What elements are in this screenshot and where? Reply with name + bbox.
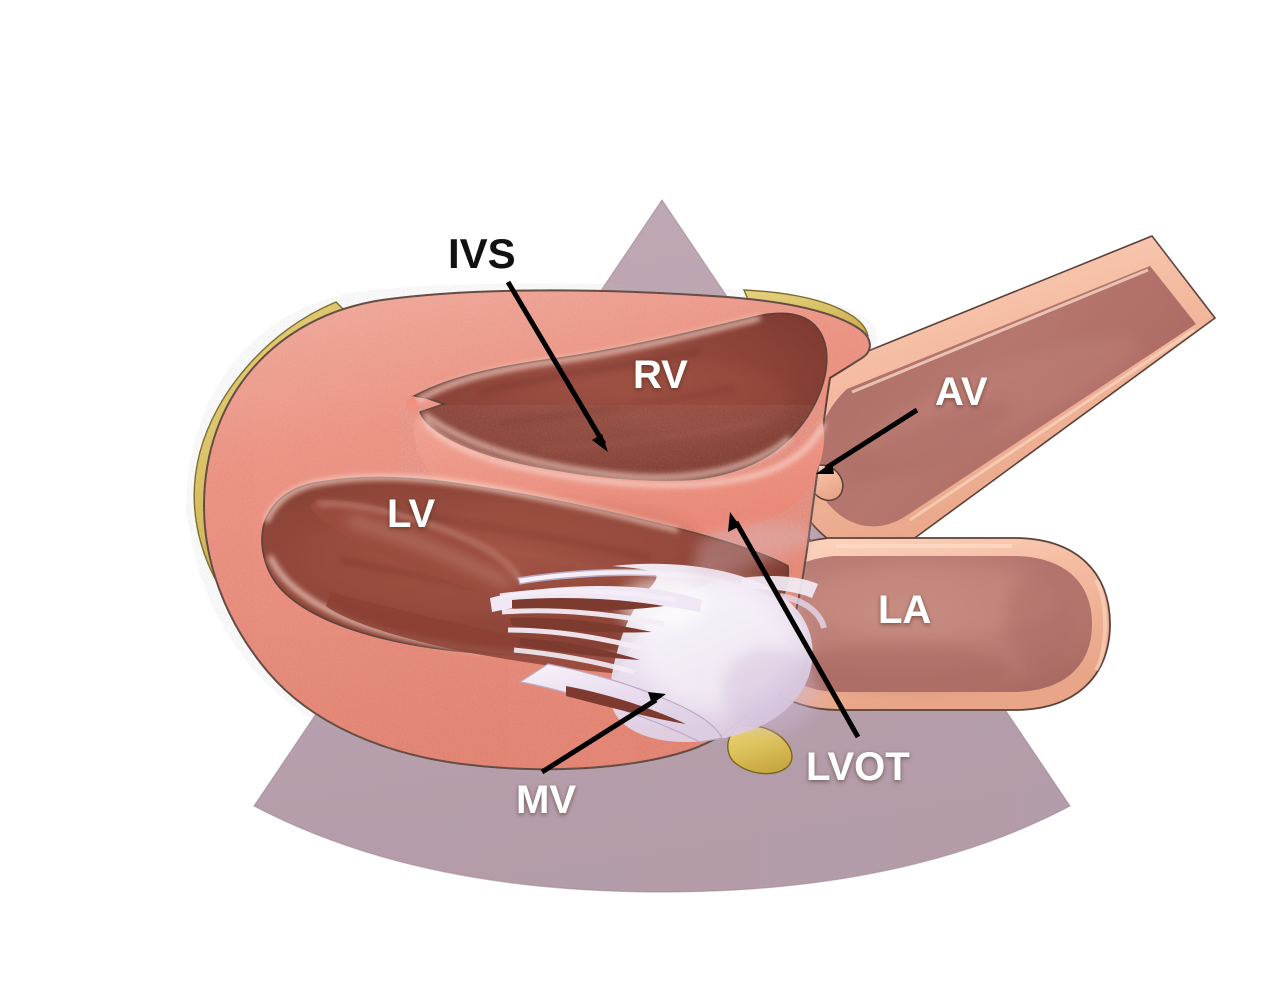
label-ivs: IVS (448, 230, 516, 277)
leader-lines-group (505, 280, 919, 775)
av-leader (816, 407, 919, 474)
left-atrium (741, 537, 1111, 711)
aorta-fade-mask (1000, 180, 1280, 520)
mv-leader (540, 692, 666, 775)
label-rv: RV (633, 353, 688, 397)
lvot-leader (728, 512, 861, 739)
mitral-valve (490, 563, 827, 743)
label-av: AV (935, 370, 988, 414)
label-mv: MV (516, 778, 576, 822)
label-lvot: LVOT (806, 745, 910, 789)
epicardial-fat-inferior (727, 724, 793, 775)
labels-group: IVS RV AV LV LA LVOT MV (387, 230, 988, 822)
label-la: LA (878, 588, 931, 632)
ivs-leader (505, 280, 608, 452)
label-lv: LV (387, 492, 435, 536)
